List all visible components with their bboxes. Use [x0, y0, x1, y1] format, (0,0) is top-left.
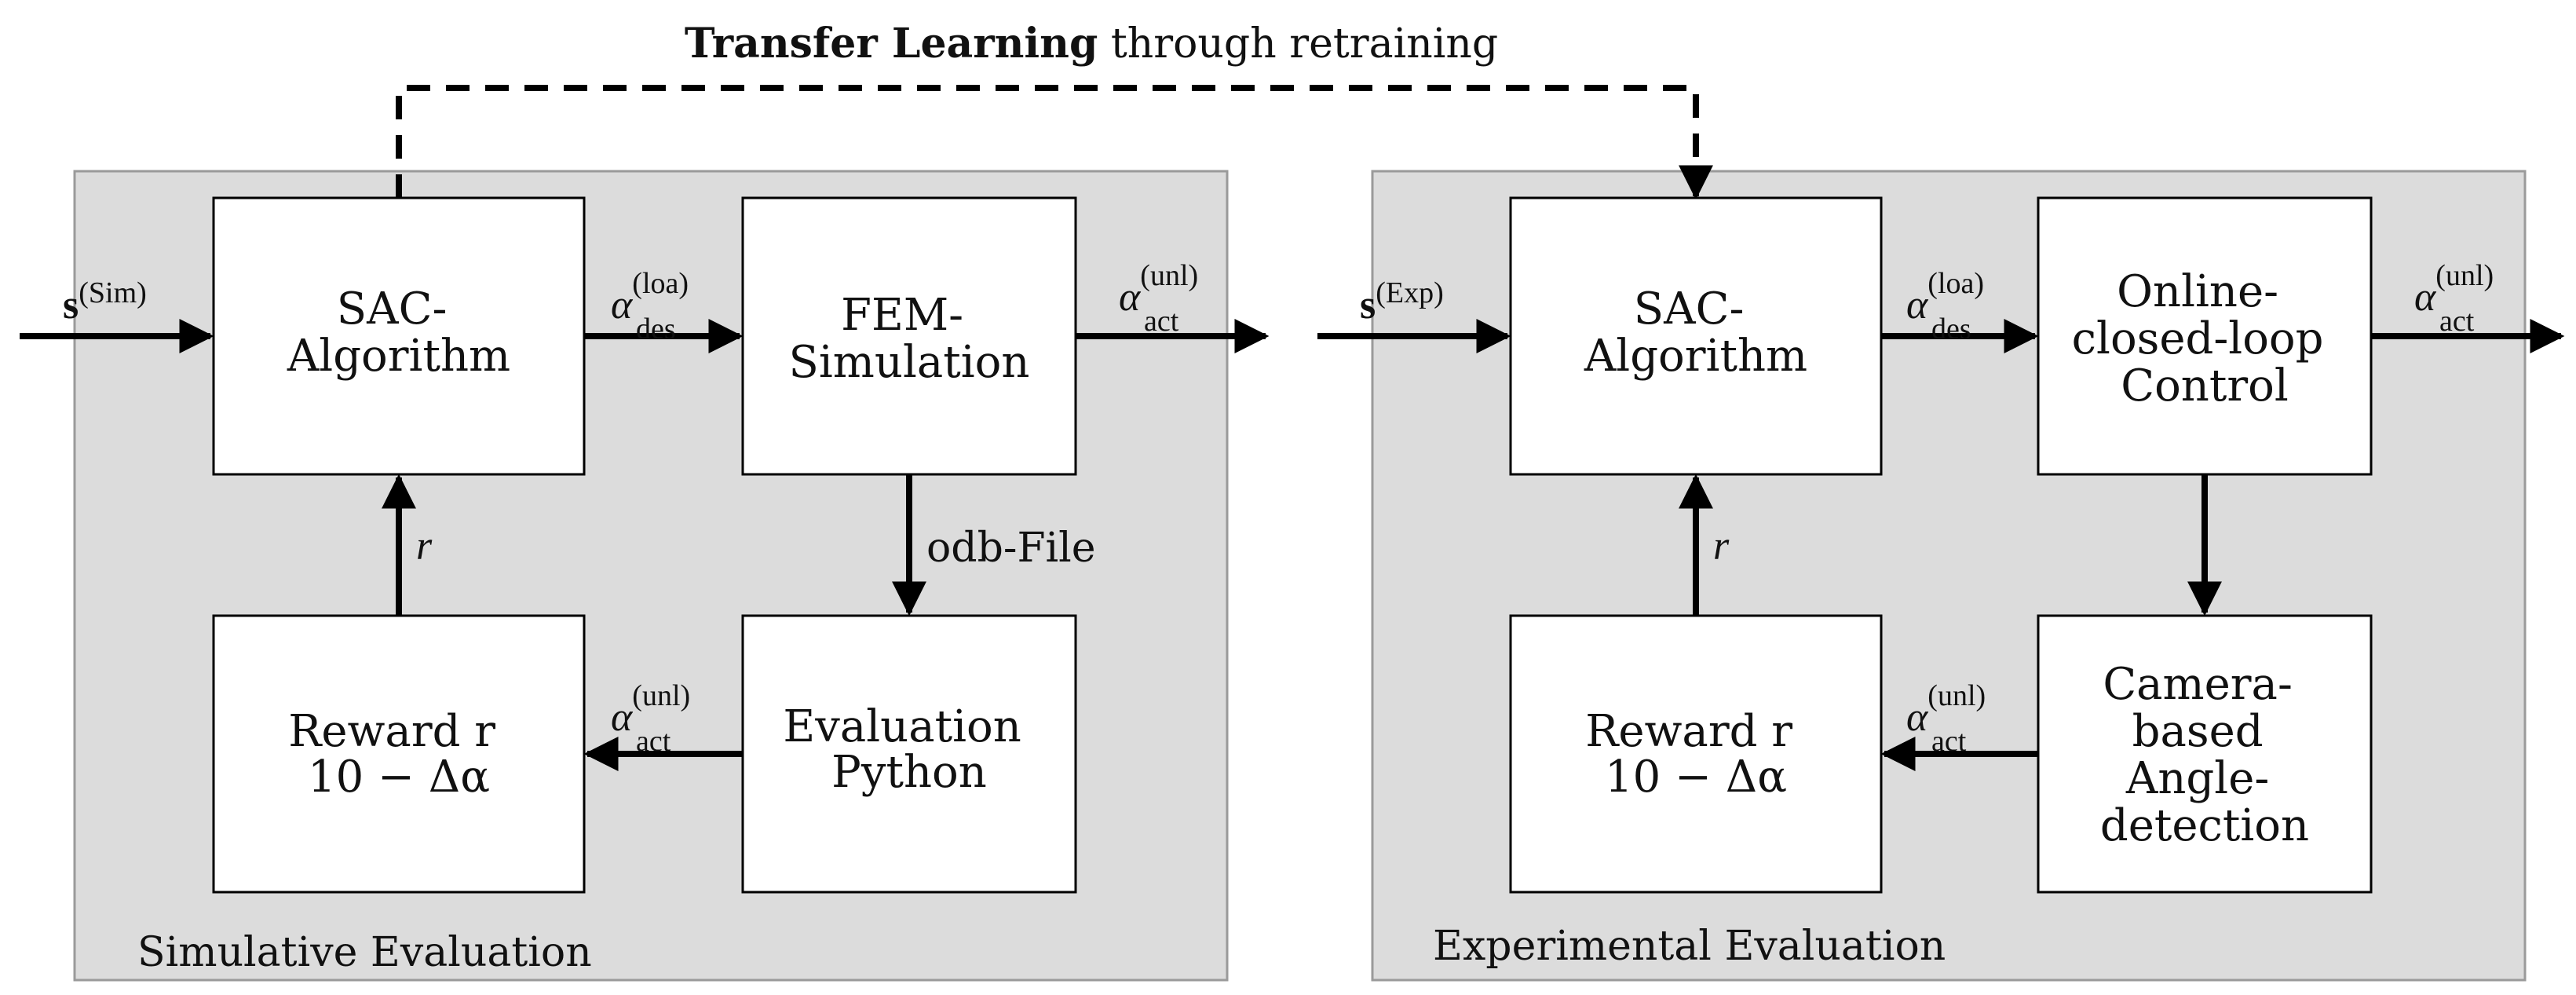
svg-text:FEM- Simulation: FEM- Simulation [789, 290, 1030, 388]
label-s-exp: s(Exp) [1360, 276, 1444, 327]
svg-text:SAC- Algorithm: SAC- Algorithm [287, 284, 510, 382]
label-alpha-act-sim-out: α(unl)act [1119, 259, 1198, 338]
label-alpha-act-exp-fb: α(unl)act [1906, 679, 1986, 758]
box-exp-ctrl-line3: Control [2121, 360, 2289, 412]
box-exp-sac-line1: SAC- [1634, 284, 1745, 335]
box-exp-camera-angle-detection: Camera- based Angle- detection [2037, 614, 2373, 894]
box-exp-reward: Reward r 10 − Δα [1509, 614, 1883, 894]
box-sim-reward-line2: 10 − Δα [308, 752, 490, 803]
transfer-learning-title: Transfer Learning through retraining [685, 20, 1498, 68]
panel-label-simulative: Simulative Evaluation [137, 929, 592, 976]
svg-text:SAC- Algorithm: SAC- Algorithm [1584, 284, 1807, 382]
box-exp-cam-line1: Camera- [2103, 659, 2293, 710]
label-r-exp: r [1713, 524, 1730, 569]
svg-text:Evaluation Python: Evaluation Python [783, 701, 1035, 798]
box-exp-cam-line2: based [2132, 706, 2264, 757]
label-s-sim: s(Sim) [63, 276, 147, 327]
label-odb-file: odb-File [926, 525, 1096, 572]
box-exp-reward-line1: Reward r [1585, 706, 1792, 757]
svg-text:Camera- based Angl: Camera- based Angle- detection [2100, 659, 2309, 851]
svg-text:Reward r 10 − Δα: Reward r 10 − Δα [288, 706, 510, 803]
box-sim-sac-line1: SAC- [337, 284, 448, 335]
label-alpha-des-exp: α(loa)des [1906, 267, 1984, 346]
box-exp-reward-line2: 10 − Δα [1605, 752, 1787, 803]
label-r-sim: r [416, 524, 433, 569]
box-sim-fem-line1: FEM- [841, 290, 963, 341]
box-sim-fem-line2: Simulation [789, 337, 1030, 388]
box-sim-evaluation-python: Evaluation Python [741, 614, 1077, 894]
svg-text:Reward r 10 − Δα: Reward r 10 − Δα [1585, 706, 1807, 803]
box-sim-sac-algorithm: SAC- Algorithm [212, 196, 586, 476]
box-sim-eval-line1: Evaluation [783, 701, 1021, 752]
box-sim-sac-line2: Algorithm [287, 331, 510, 382]
box-sim-eval-line2: Python [831, 747, 987, 798]
box-exp-sac-line2: Algorithm [1584, 331, 1807, 382]
label-alpha-des-sim: α(loa)des [611, 267, 689, 346]
box-exp-cam-line3: Angle- [2125, 753, 2269, 804]
box-exp-online-closed-loop-control: Online- closed-loop Control [2037, 196, 2373, 476]
label-alpha-act-exp-out: α(unl)act [2414, 259, 2494, 338]
box-exp-sac-algorithm: SAC- Algorithm [1509, 196, 1883, 476]
label-alpha-act-sim-fb: α(unl)act [611, 679, 690, 758]
box-sim-reward: Reward r 10 − Δα [212, 614, 586, 894]
box-sim-reward-line1: Reward r [288, 706, 495, 757]
box-exp-cam-line4: detection [2100, 800, 2309, 851]
box-exp-ctrl-line2: closed-loop [2072, 313, 2324, 364]
box-sim-fem-simulation: FEM- Simulation [741, 196, 1077, 476]
svg-text:Online- closed-loop: Online- closed-loop Control [2072, 266, 2338, 412]
box-exp-ctrl-line1: Online- [2117, 266, 2278, 317]
transfer-dashed-arrow [396, 85, 1713, 200]
panel-label-experimental: Experimental Evaluation [1433, 923, 1946, 970]
